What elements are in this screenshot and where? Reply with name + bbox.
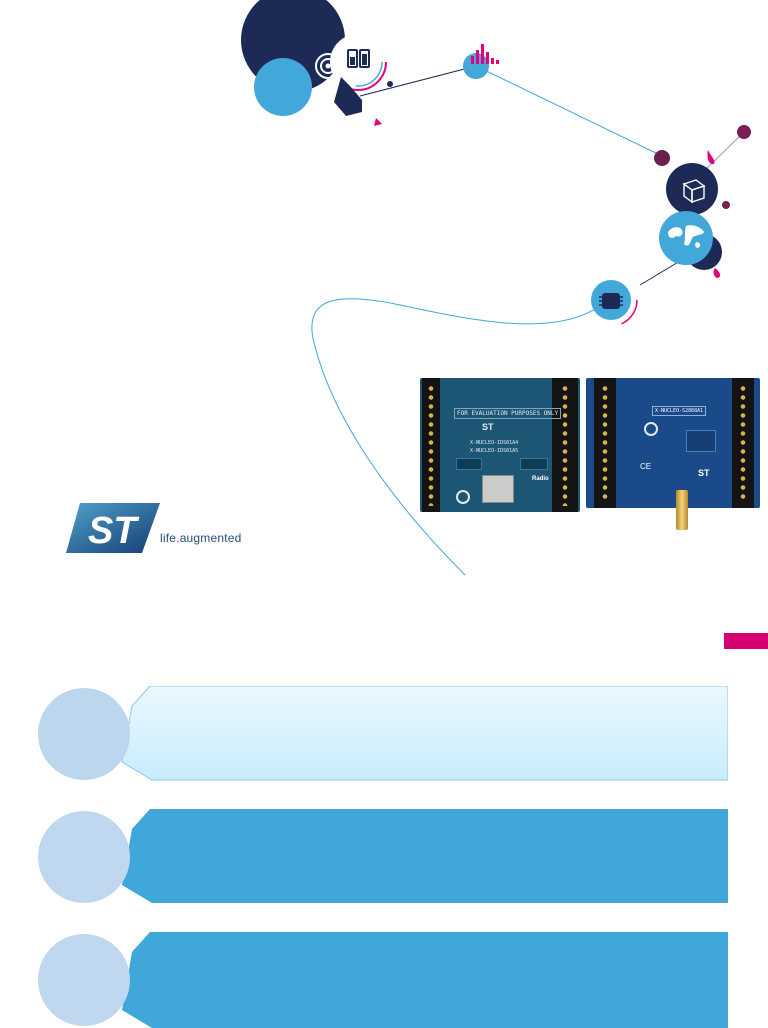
part-number-1: X-NUCLEO-IDS01A4 <box>470 440 519 446</box>
st-logo-icon: ST <box>66 503 160 553</box>
row-1-circle <box>38 688 130 780</box>
equalizer-icon <box>471 44 499 64</box>
accent-bar <box>724 633 768 649</box>
globe-icon <box>668 225 704 248</box>
row-2-banner <box>122 809 728 903</box>
decorative-network-graphic <box>241 0 751 576</box>
agenda-row-3[interactable] <box>38 932 728 1028</box>
chip-icon <box>599 293 623 309</box>
row-2-circle <box>38 811 130 903</box>
agenda-row-2[interactable] <box>38 809 728 905</box>
expansion-board-left-photo: FOR EVALUATION PURPOSES ONLY ST X-NUCLEO… <box>420 378 580 512</box>
expansion-board-right-photo: X-NUCLEO-S2868A1 CE ST <box>586 378 760 508</box>
agenda-row-1[interactable] <box>38 686 728 782</box>
evaluation-label: FOR EVALUATION PURPOSES ONLY <box>454 408 562 419</box>
cube-icon <box>682 179 706 204</box>
brand-tagline: life.augmented <box>160 531 242 545</box>
rf-module <box>482 475 514 503</box>
svg-text:ST: ST <box>88 510 139 552</box>
battery-icon <box>347 49 370 68</box>
radio-badge: Radio <box>532 476 549 482</box>
part-number-label: X-NUCLEO-S2868A1 <box>652 406 707 416</box>
row-3-banner <box>122 932 728 1028</box>
part-number-2: X-NUCLEO-IDS01A5 <box>470 448 519 454</box>
row-1-banner <box>121 686 728 781</box>
antenna-connector <box>676 490 688 530</box>
row-3-circle <box>38 934 130 1026</box>
touch-icon <box>315 53 341 79</box>
